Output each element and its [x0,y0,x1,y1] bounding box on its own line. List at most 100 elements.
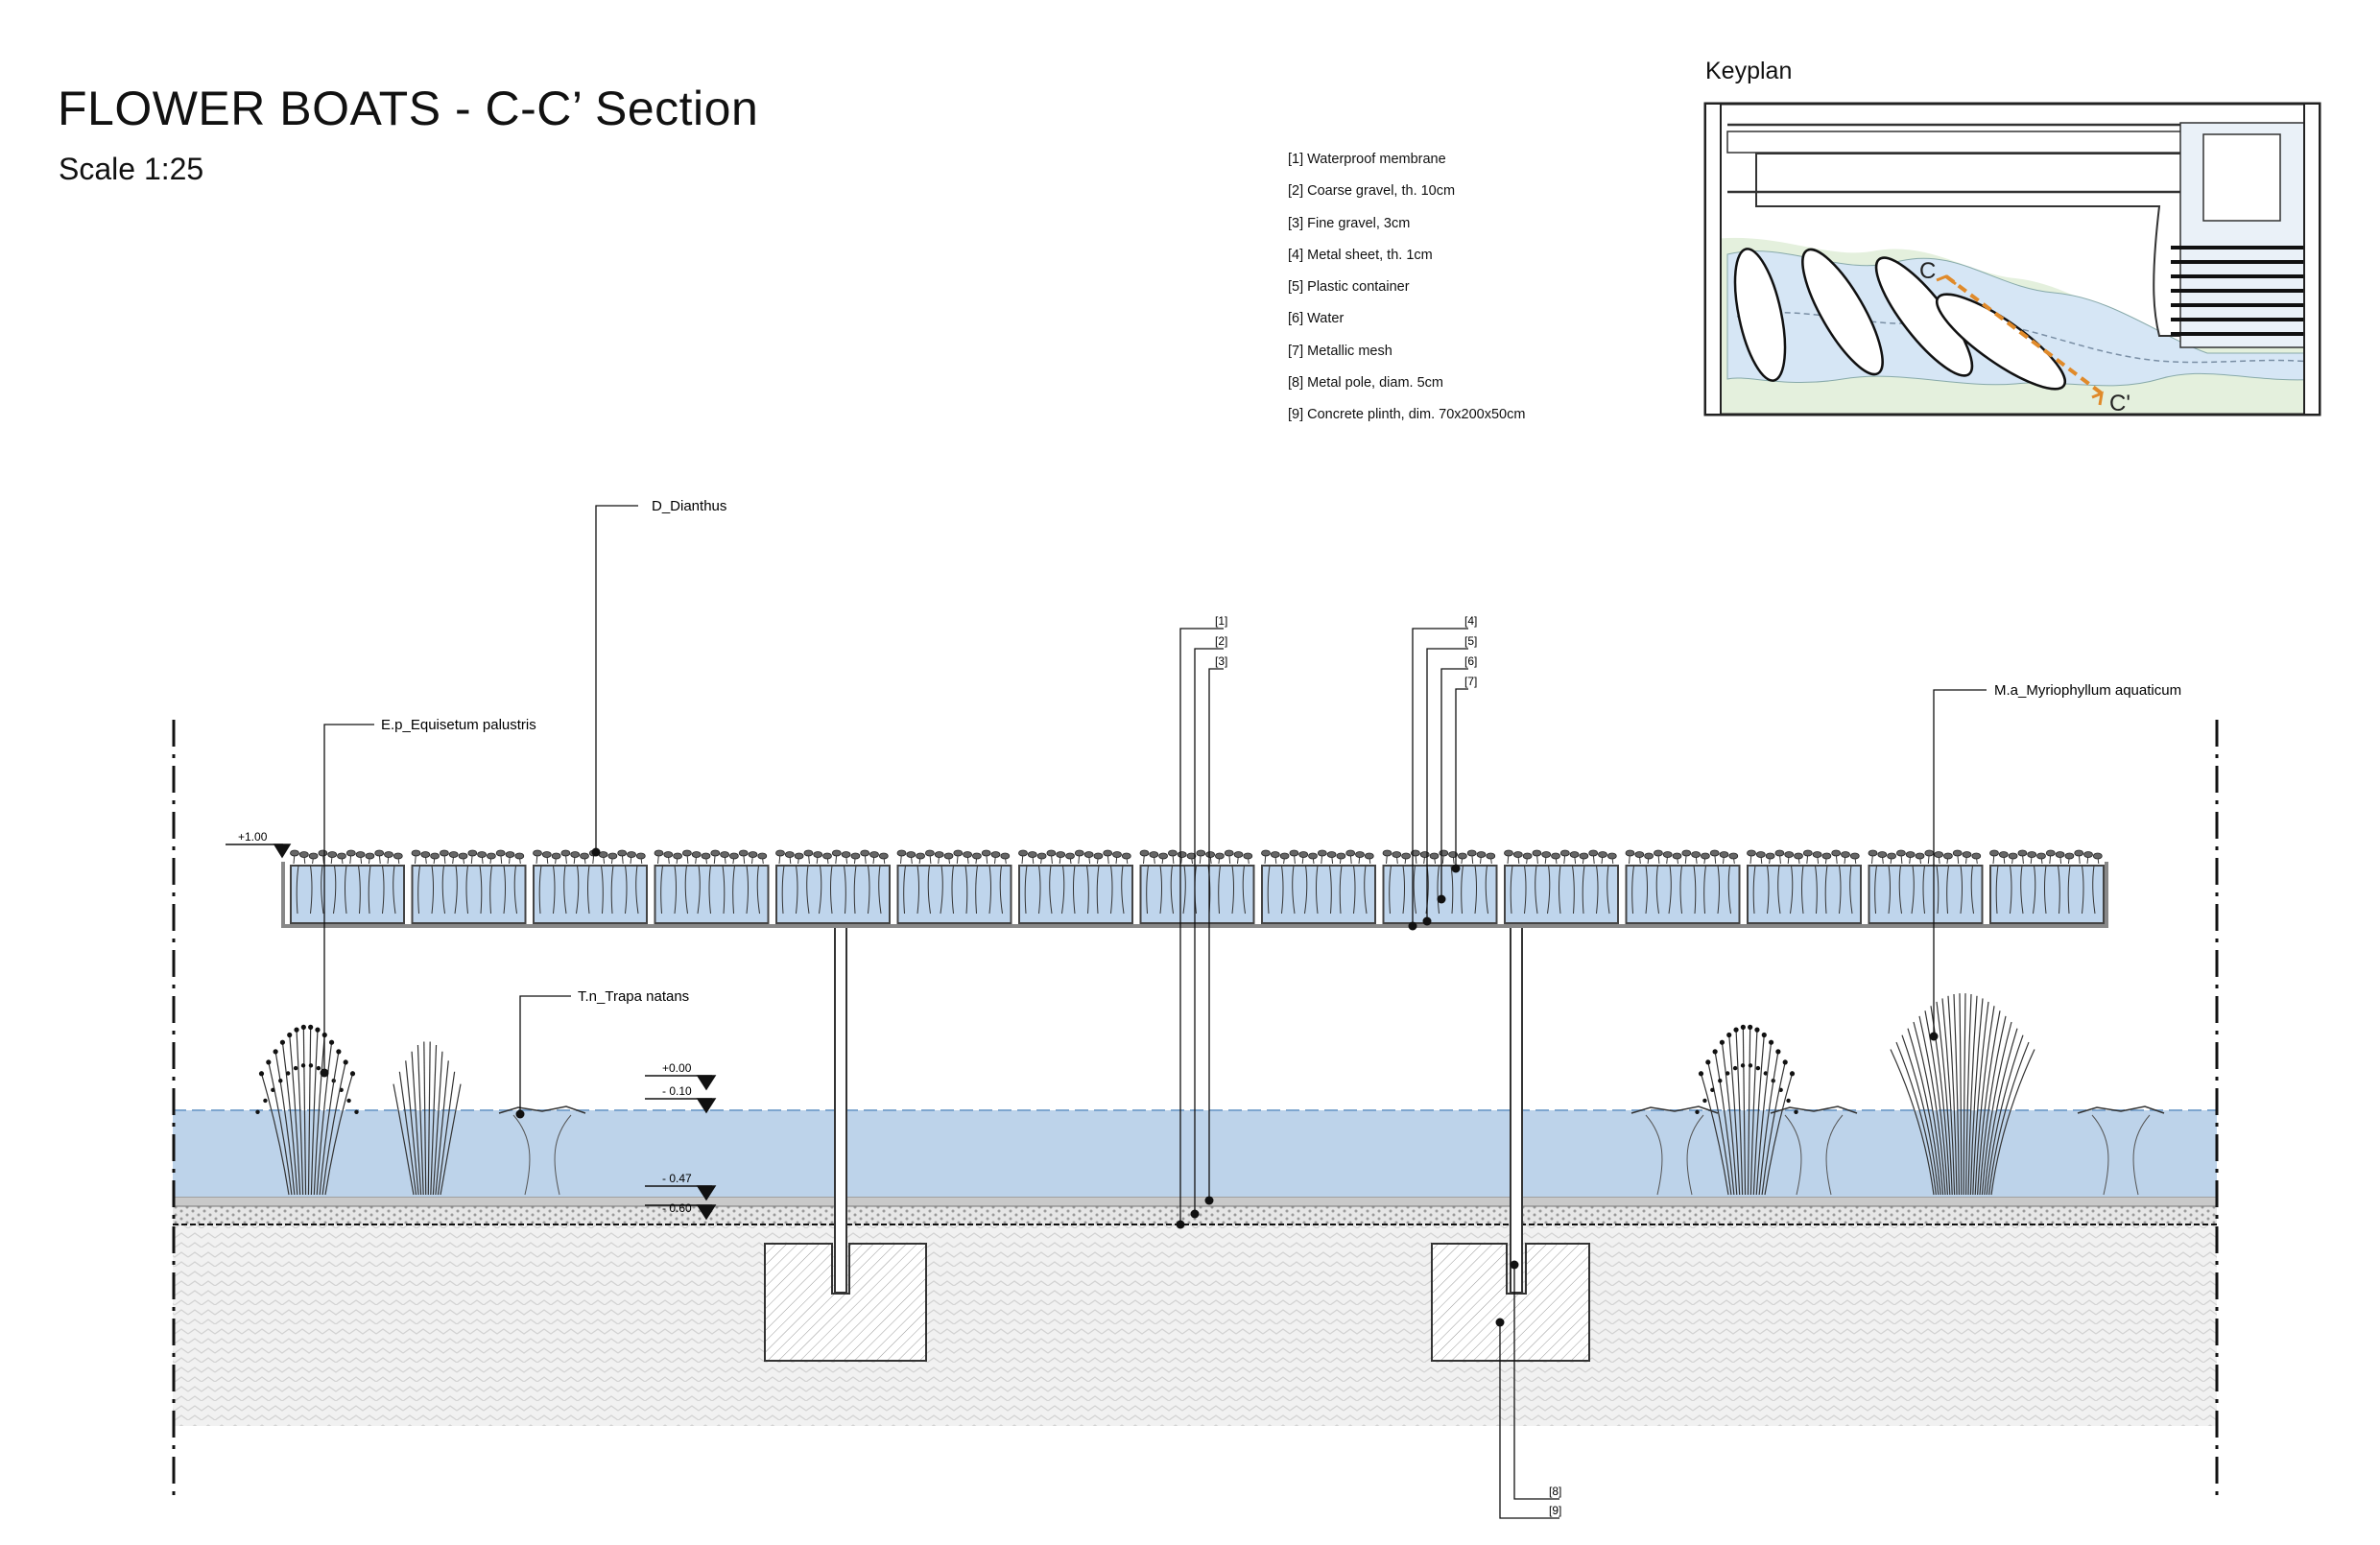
dianthus-flower [458,852,468,860]
dianthus-flower [654,849,664,857]
dianthus-flower [337,852,346,860]
dianthus-flower [710,849,721,857]
dianthus-flower [1215,852,1225,860]
callout-dots [320,847,1939,1327]
dianthus-flower [1709,849,1720,857]
dianthus-flower [1326,851,1337,858]
callout-7: [7] [1464,675,1477,688]
dianthus-flower [308,852,319,860]
dianthus-flower [1971,852,1982,860]
keyplan-boat-2 [1801,248,1884,376]
keyplan-boat-1 [1733,248,1787,382]
dianthus-flower [627,851,636,858]
dianthus-flower [878,852,889,860]
dianthus-flower [345,849,356,857]
dianthus-flower [1541,851,1552,858]
dianthus-flower [1168,849,1178,857]
dianthus-flower [1868,849,1878,857]
plastic-container [1382,865,1498,924]
dianthus-flower [384,851,393,858]
concrete-plinth-right [1431,1243,1590,1362]
dianthus-flower [803,849,814,857]
dianthus-flower [1046,849,1057,857]
level-minus47: - 0.47 [662,1172,692,1185]
drawing-scale: Scale 1:25 [59,152,204,186]
metal-pole-left [834,922,847,1294]
dianthus-flower [365,852,375,860]
dianthus-flower [738,849,749,857]
dianthus-flower [1336,852,1346,860]
keyplan-label: Keyplan [1705,58,1793,84]
dianthus-flower [1139,849,1150,857]
dianthus-flower [1924,849,1935,857]
dianthus-flower [953,849,964,857]
dianthus-flower [990,851,1001,858]
dianthus-flower [298,851,309,858]
dianthus-flower [1074,849,1084,857]
dianthus-flower [748,851,758,858]
legend-item-9: [9] Concrete plinth, dim. 70x200x50cm [1288,407,1526,423]
dianthus-flower [1317,849,1327,857]
dianthus-flower [2092,852,2103,860]
dianthus-flower [1998,851,2009,858]
dianthus-flower [1512,851,1523,858]
dianthus-flower [1149,851,1159,858]
dianthus-flower [1794,852,1803,860]
dianthus-flower [1784,851,1795,858]
dianthus-flower [495,849,506,857]
callout-9: [9] [1549,1504,1561,1517]
dianthus-flower [720,851,729,858]
label-myriophyllum: M.a_Myriophyllum aquaticum [1994,682,2181,699]
trapa-plant [2077,1105,2165,1196]
dianthus-flower [869,851,879,858]
keyplan-section-end: C' [2109,391,2130,416]
legend-item-8: [8] Metal pole, diam. 5cm [1288,375,1443,392]
dianthus-flower [1905,851,1916,858]
callout-8: [8] [1549,1485,1561,1498]
plastic-container [1504,865,1619,924]
dianthus-flower [1728,852,1739,860]
plastic-containers [290,865,2105,924]
dianthus-flower [1419,851,1430,858]
dianthus-flower [1943,852,1953,860]
dianthus-flower [673,852,682,860]
dianthus-flower [1812,851,1822,858]
plastic-container [1747,865,1862,924]
dianthus-flower [784,851,795,858]
dianthus-flower [1504,849,1513,857]
dianthus-flower [617,849,628,857]
dianthus-flower [813,851,823,858]
level-minus60: - 0.60 [662,1201,692,1215]
dianthus-flower [2074,849,2084,857]
label-equisetum: E.p_Equisetum palustris [381,717,536,733]
flower-boat [281,849,2108,928]
dianthus-flower [1522,852,1533,860]
dianthus-flower [729,852,739,860]
dianthus-flower [1551,852,1560,860]
dianthus-flower [1429,852,1440,860]
dianthus-flower [1018,849,1028,857]
dianthus-flower [1606,852,1617,860]
trapa-plant [498,1105,586,1196]
dianthus-flower [1841,851,1850,858]
dianthus-flower [1458,852,1467,860]
dianthus-flower [1896,849,1906,857]
dianthus-flower [1027,851,1037,858]
pond-plants [255,993,2165,1196]
level-top: +1.00 [238,830,268,844]
dianthus-flower [1598,851,1607,858]
dianthus-flower [943,852,954,860]
dianthus-flower [1532,849,1542,857]
keyplan-section-start: C [1919,258,1936,284]
equisetum-plant [255,1024,359,1196]
dianthus-flower [682,849,692,857]
dianthus-flower [1831,849,1842,857]
legend-item-7: [7] Metallic mesh [1288,343,1392,359]
dianthus-flower [1289,849,1299,857]
dianthus-flower [1877,851,1888,858]
dianthus-flower [860,849,870,857]
dianthus-flower [1952,849,1963,857]
callout-5: [5] [1464,634,1477,648]
dianthus-flower [1392,851,1402,858]
